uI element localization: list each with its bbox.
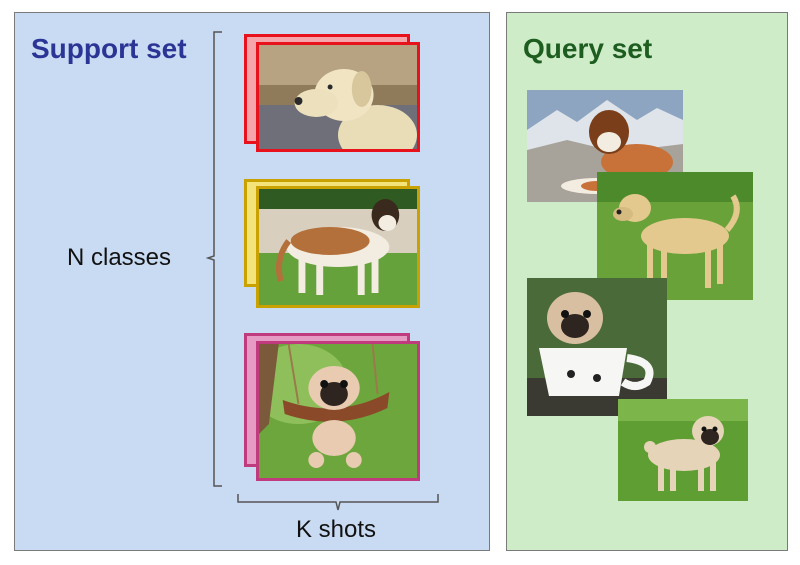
k-shots-label: K shots — [296, 516, 377, 543]
n-classes-brace — [205, 31, 222, 487]
n-classes-label: N classes — [67, 244, 172, 271]
support-set-title: Support set — [31, 33, 187, 64]
pug-support-image — [256, 341, 420, 481]
pug-in-cup-query-image — [527, 278, 667, 416]
query-set-title: Query set — [523, 33, 653, 64]
labrador-support-image — [256, 42, 420, 152]
pug-query-image — [618, 399, 748, 501]
k-shots-brace — [237, 494, 439, 511]
saint-bernard-support-image — [256, 186, 420, 308]
